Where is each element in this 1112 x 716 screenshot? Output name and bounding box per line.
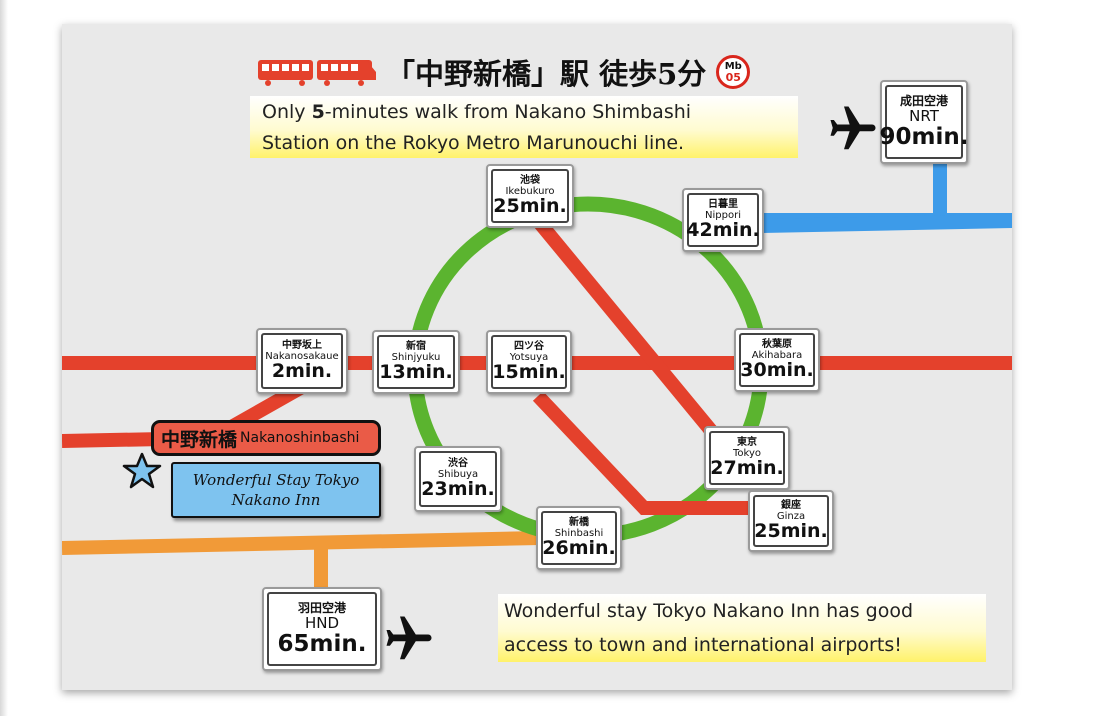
- origin-station-name-en: Nakanoshinbashi: [240, 430, 360, 446]
- travel-time: 25min.: [493, 195, 567, 218]
- station-name-en: Ginza: [776, 511, 806, 523]
- train-icon: [258, 60, 376, 86]
- hotel-name-line2: Nakano Inn: [231, 491, 321, 509]
- station-name-jp: 日暮里: [708, 199, 738, 211]
- travel-time: 25min.: [754, 520, 828, 543]
- station-sign-nakanosakaue: 中野坂上 Nakanosakaue 2min.: [256, 328, 348, 394]
- access-note-line1: Wonderful stay Tokyo Nakano Inn has good: [504, 600, 914, 622]
- airplane-icon: [386, 616, 432, 660]
- travel-time: 13min.: [379, 361, 453, 384]
- airport-sign-haneda: 羽田空港 HND 65min.: [262, 587, 382, 671]
- marunouchi-station-badge: Mb 05: [716, 55, 751, 89]
- airport-name-jp: 羽田空港: [297, 601, 346, 616]
- origin-station-label: 中野新橋 Nakanoshinbashi: [151, 420, 381, 456]
- title-text: 「中野新橋」駅 徒歩5分: [386, 57, 707, 91]
- hotel-label: Wonderful Stay Tokyo Nakano Inn: [171, 462, 381, 518]
- station-name-jp: 四ツ谷: [514, 341, 544, 353]
- badge-line-code: Mb: [724, 60, 742, 72]
- narita-access-line-extension: [761, 214, 1012, 233]
- station-name-jp: 池袋: [520, 175, 540, 187]
- station-sign-ginza: 銀座 Ginza 25min.: [748, 490, 834, 552]
- airport-code: NRT: [909, 107, 939, 126]
- station-sign-shibuya: 渋谷 Shibuya 23min.: [414, 446, 502, 512]
- ginza-line-segment: [532, 391, 762, 515]
- note-text-line2: Station on the Rokyo Metro Marunouchi li…: [262, 132, 685, 154]
- travel-time: 26min.: [542, 537, 616, 560]
- origin-station-name-jp: 中野新橋: [161, 428, 238, 451]
- note-text-pre: Only: [262, 101, 312, 123]
- access-note-line2: access to town and international airport…: [504, 634, 902, 656]
- station-name-jp: 新橋: [569, 517, 589, 529]
- travel-time: 2min.: [271, 360, 333, 383]
- station-name-jp: 渋谷: [448, 458, 468, 470]
- station-name-jp: 東京: [737, 437, 757, 449]
- badge-station-number: 05: [725, 70, 741, 84]
- station-name-en: Yotsuya: [509, 352, 549, 364]
- page-edge: [0, 0, 8, 716]
- note-text-post: -minutes walk from Nakano Shimbashi: [324, 101, 692, 123]
- haneda-access-line: [62, 531, 541, 555]
- marunouchi-line-ikebukuro-segment: [528, 211, 738, 461]
- travel-time: 65min.: [277, 630, 367, 657]
- airplane-icon: [830, 106, 876, 150]
- airport-sign-narita: 成田空港 NRT 90min.: [880, 80, 968, 164]
- station-sign-nippori: 日暮里 Nippori 42min.: [682, 188, 764, 252]
- station-name-jp: 秋葉原: [762, 339, 792, 351]
- station-sign-akihabara: 秋葉原 Akihabara 30min.: [734, 328, 820, 392]
- travel-time: 30min.: [740, 359, 814, 382]
- hotel-name-line1: Wonderful Stay Tokyo: [192, 470, 360, 489]
- airport-name-jp: 成田空港: [899, 94, 948, 109]
- station-name-en: Nippori: [705, 210, 741, 222]
- page-title: 「中野新橋」駅 徒歩5分 Mb 05: [258, 50, 751, 94]
- station-name-en: Tokyo: [733, 448, 761, 460]
- station-sign-ikebukuro: 池袋 Ikebukuro 25min.: [486, 164, 574, 228]
- station-sign-yotsuya: 四ツ谷 Yotsuya 15min.: [486, 330, 572, 394]
- travel-time: 15min.: [492, 361, 566, 384]
- walk-time-note: Only 5-minutes walk from Nakano Shimbash…: [250, 96, 798, 158]
- airport-code: HND: [304, 614, 340, 633]
- note-walk-minutes: 5: [311, 101, 325, 123]
- travel-time: 23min.: [421, 478, 495, 501]
- station-name-en: Ikebukuro: [505, 186, 555, 198]
- station-name-en: Shibuya: [437, 469, 479, 481]
- travel-time: 27min.: [710, 457, 784, 480]
- station-sign-shinbashi: 新橋 Shinbashi 26min.: [536, 506, 622, 570]
- station-name-en: Shinbashi: [554, 528, 604, 540]
- access-map-card: 「中野新橋」駅 徒歩5分 Mb 05 Only 5-minutes walk f…: [62, 24, 1012, 690]
- station-sign-tokyo: 東京 Tokyo 27min.: [704, 426, 790, 490]
- access-note: Wonderful stay Tokyo Nakano Inn has good…: [498, 594, 986, 662]
- station-name-jp: 中野坂上: [282, 340, 322, 352]
- station-sign-shinjyuku: 新宿 Shinjyuku 13min.: [372, 330, 460, 394]
- travel-time: 42min.: [686, 219, 760, 242]
- station-name-en: Nakanosakaue: [265, 351, 339, 363]
- travel-time: 90min.: [879, 123, 969, 150]
- station-name-en: Akihabara: [751, 350, 803, 362]
- station-name-jp: 新宿: [406, 341, 426, 353]
- station-name-jp: 銀座: [781, 500, 801, 512]
- station-name-en: Shinjyuku: [391, 352, 441, 364]
- star-icon: [122, 452, 162, 489]
